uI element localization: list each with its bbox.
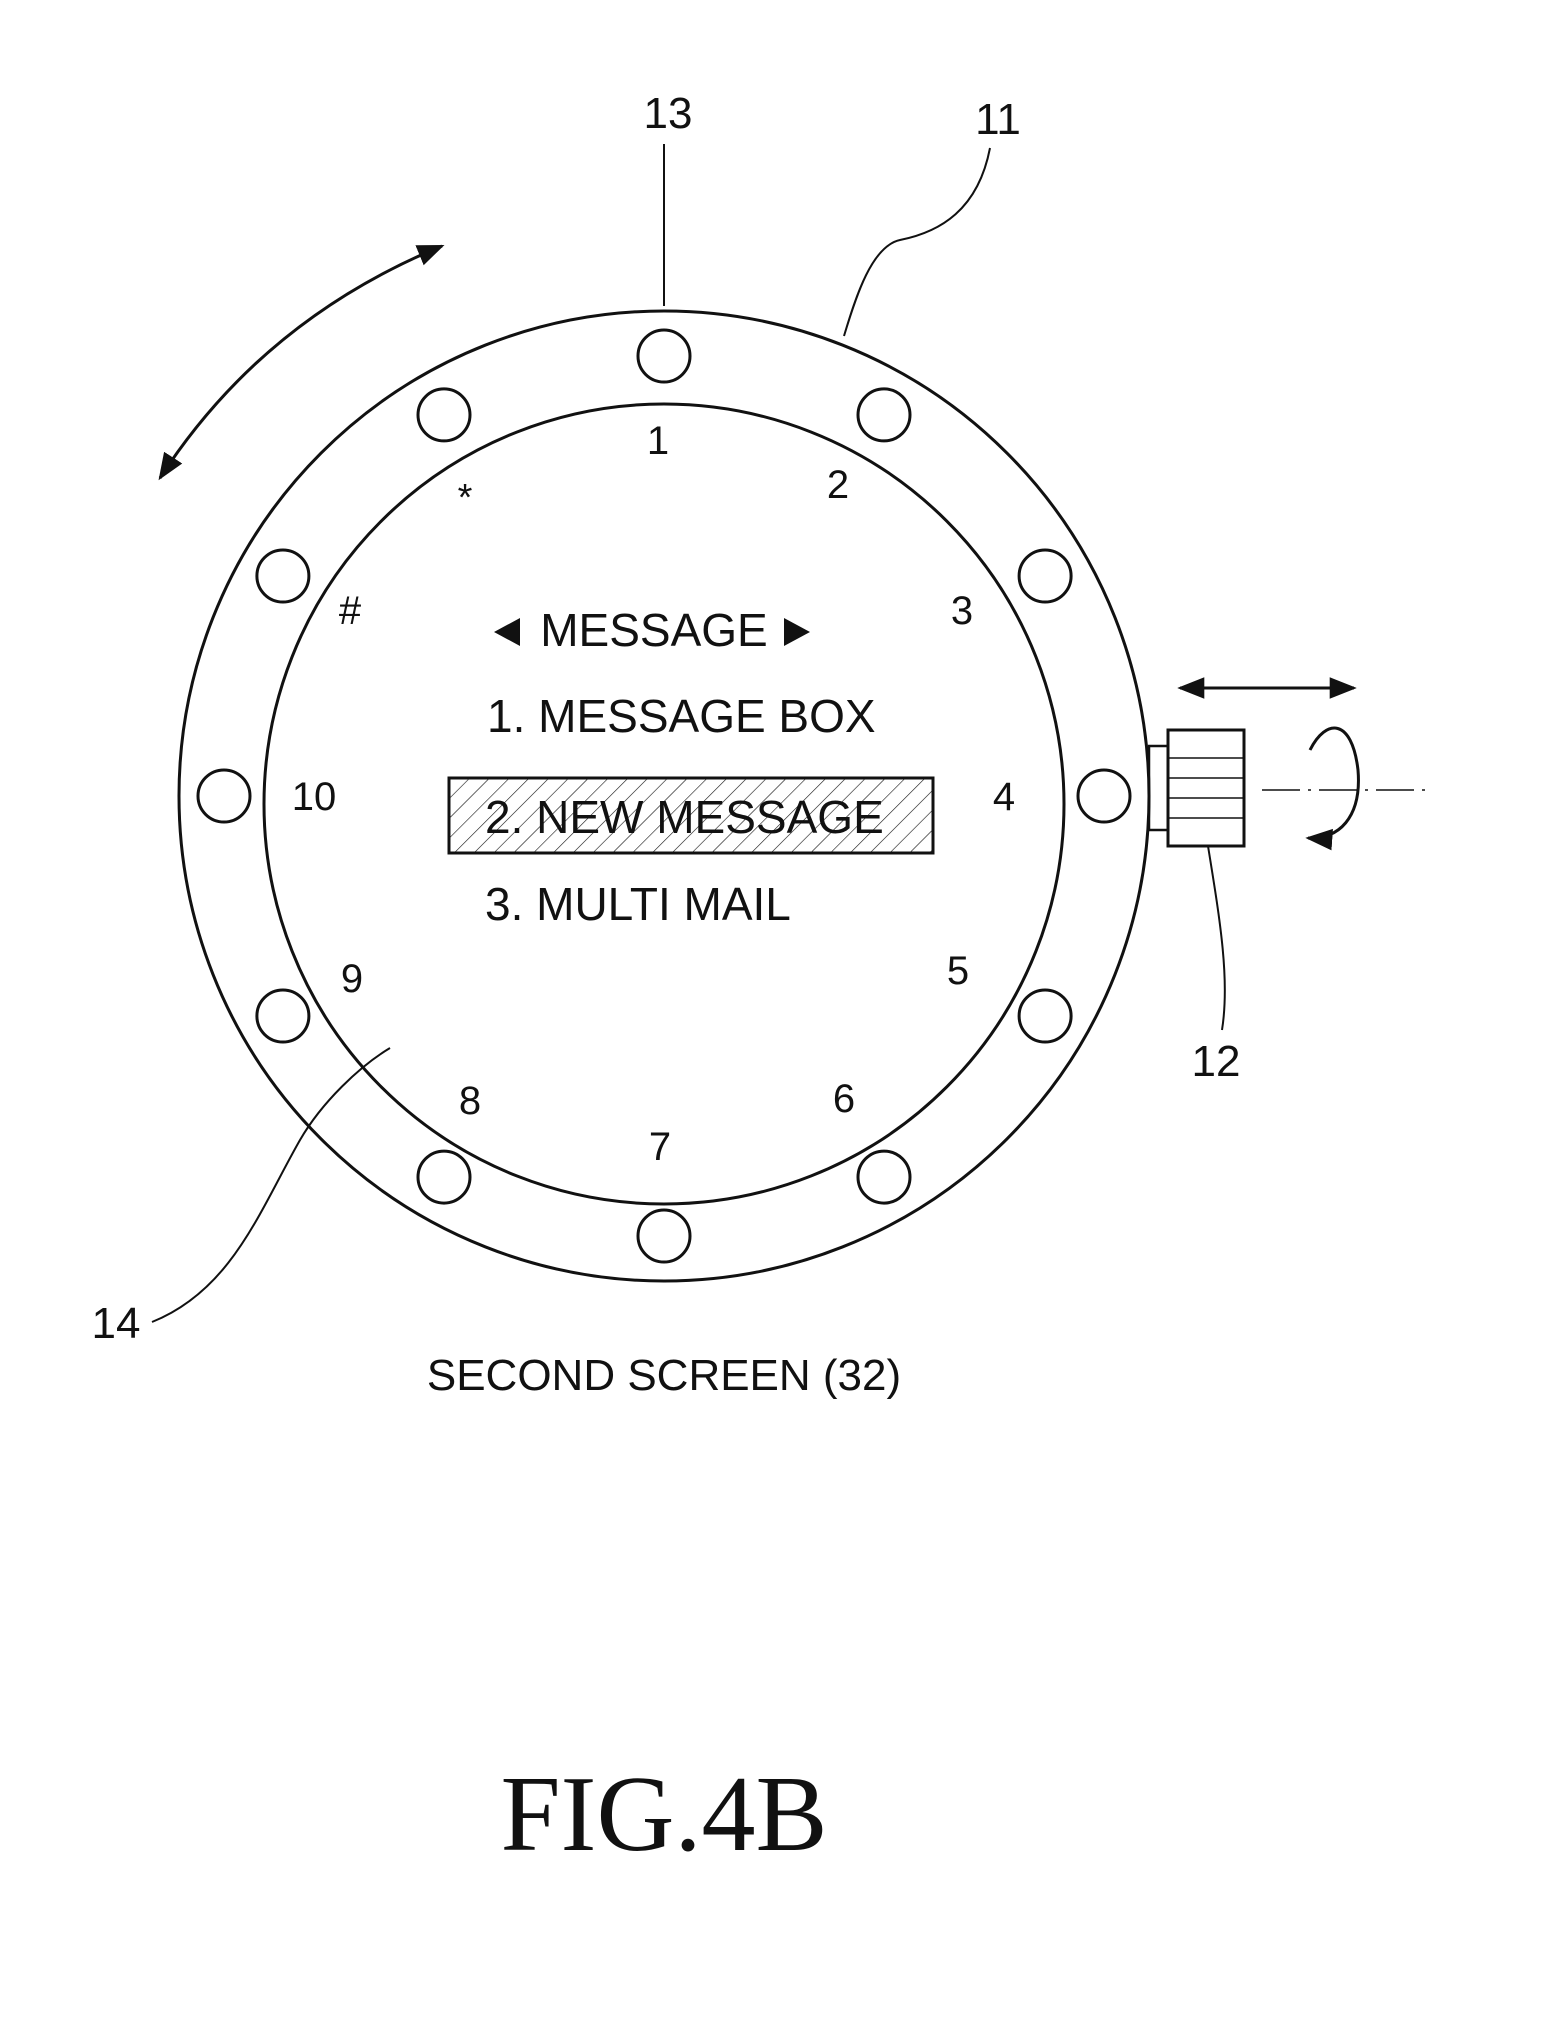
crown-rotation-arrow-icon [1305, 726, 1360, 851]
dial-number-9: 9 [341, 957, 363, 1001]
bezel-hole [856, 387, 912, 443]
menu-header: MESSAGE [540, 604, 768, 656]
menu-item-multi-mail[interactable]: 3. MULTI MAIL [485, 878, 791, 930]
dial-number-4: 4 [993, 775, 1015, 819]
menu-item-new-message[interactable]: 2. NEW MESSAGE [485, 791, 884, 843]
dial-number-7: 7 [649, 1125, 671, 1169]
dial-number-10: 10 [292, 775, 337, 819]
dial-number-6: 6 [833, 1077, 855, 1121]
bezel-hole [255, 988, 311, 1044]
figure-label: FIG.4B [500, 1755, 827, 1874]
ref-label-12: 12 [1192, 1037, 1241, 1086]
display-circle [262, 402, 1066, 1206]
crown[interactable] [1166, 728, 1246, 848]
ref-label-11: 11 [975, 95, 1021, 144]
bezel-hole [416, 1149, 472, 1205]
bezel-hole [856, 1149, 912, 1205]
dial-number-2: 2 [827, 463, 849, 507]
dial-number-1: 1 [647, 419, 669, 463]
bezel-rotation-arrow-icon [158, 244, 445, 481]
menu-right-arrow-icon[interactable] [784, 618, 810, 646]
leader-14 [151, 1047, 391, 1323]
dial-number-5: 5 [947, 949, 969, 993]
bezel-hole [636, 328, 692, 384]
screen-caption: SECOND SCREEN (32) [427, 1351, 901, 1400]
ref-label-13: 13 [644, 89, 693, 138]
leader-11 [843, 147, 991, 337]
bezel-hole [1017, 988, 1073, 1044]
bezel-hole [416, 387, 472, 443]
menu-item-message-box[interactable]: 1. MESSAGE BOX [487, 690, 876, 742]
ref-label-14: 14 [92, 1299, 141, 1348]
crown-neck [1147, 744, 1170, 832]
bezel-hole [1017, 548, 1073, 604]
bezel-hole [255, 548, 311, 604]
bezel-hole [1076, 768, 1132, 824]
dial-number-8: 8 [459, 1079, 481, 1123]
bezel-hole [636, 1208, 692, 1264]
dial-number-3: 3 [951, 589, 973, 633]
leader-12 [1207, 845, 1226, 1031]
menu-selection-highlight[interactable] [447, 776, 935, 855]
dial-hash: # [339, 589, 362, 633]
menu-left-arrow-icon[interactable] [494, 618, 520, 646]
dial-star: * [458, 477, 473, 519]
bezel-hole [196, 768, 252, 824]
